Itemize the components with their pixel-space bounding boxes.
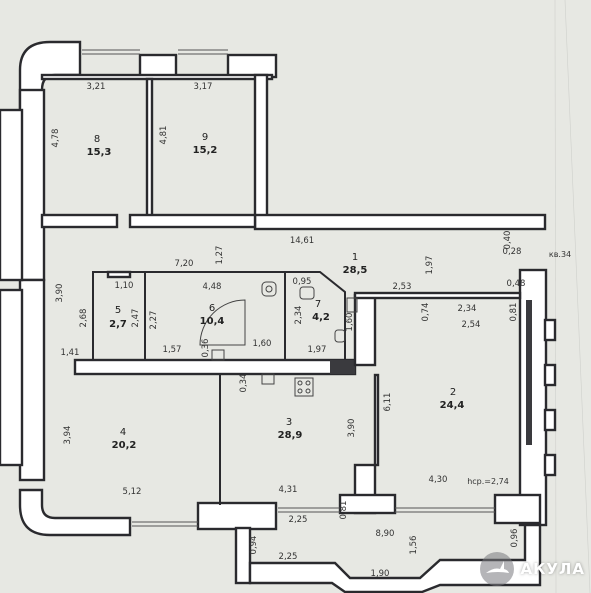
dimension-label: 3,90 xyxy=(347,419,357,438)
room-number: 4 xyxy=(120,427,126,438)
room-number: 2 xyxy=(450,387,456,398)
dimension-label: 0,81 xyxy=(339,501,349,520)
dimension-label: 0,81 xyxy=(509,303,519,322)
dimension-labels: 3,21 3,17 4,78 4,81 14,61 1,27 7,20 4,48… xyxy=(51,82,525,579)
room-area: 20,2 xyxy=(112,440,137,451)
paper-ruling xyxy=(554,0,591,593)
room-number: 1 xyxy=(352,252,358,263)
dimension-label: 1,41 xyxy=(61,348,80,358)
room-number: 3 xyxy=(286,417,292,428)
dimension-label: 1,27 xyxy=(215,246,225,265)
dimension-label: 4,78 xyxy=(51,129,61,148)
dimension-label: 0,95 xyxy=(293,277,312,287)
ceiling-height-note: hср.=2,74 xyxy=(467,477,509,486)
dimension-label: 2,27 xyxy=(149,311,159,330)
dimension-label: 0,48 xyxy=(507,279,526,289)
dimension-label: 6,11 xyxy=(383,393,393,412)
room-area: 4,2 xyxy=(312,312,330,323)
dimension-label: 0,40 xyxy=(503,231,513,250)
room-area: 15,2 xyxy=(193,145,218,156)
outer-walls xyxy=(0,40,557,593)
fixtures xyxy=(211,281,358,397)
dimension-label: 0,94 xyxy=(249,536,259,555)
room-number: 8 xyxy=(94,134,100,145)
dimension-label: 4,48 xyxy=(203,282,222,292)
dimension-label: 0,74 xyxy=(421,303,431,322)
room-area: 10,4 xyxy=(200,316,225,327)
dimension-label: 1,90 xyxy=(371,569,390,579)
dimension-label: 2,68 xyxy=(79,309,89,328)
dimension-label: 1,97 xyxy=(308,345,327,355)
dimension-label: 1,97 xyxy=(425,256,435,275)
interior-walls xyxy=(40,77,532,505)
dimension-label: 0,96 xyxy=(510,529,520,548)
room-area: 15,3 xyxy=(87,147,112,158)
dimension-label: 0,36 xyxy=(201,339,211,358)
room-number: 7 xyxy=(315,299,321,310)
dimension-label: 1,57 xyxy=(163,345,182,355)
dimension-label: 7,20 xyxy=(175,259,194,269)
room-number: 5 xyxy=(115,305,121,316)
room-number: 9 xyxy=(202,132,208,143)
dimension-label: 1,60 xyxy=(253,339,272,349)
dimension-label: 3,17 xyxy=(194,82,213,92)
dimension-label: 3,90 xyxy=(55,284,65,303)
room-area: 28,5 xyxy=(343,265,368,276)
dimension-label: 2,34 xyxy=(294,306,304,325)
dimension-label: 2,25 xyxy=(289,515,308,525)
windows xyxy=(82,49,495,527)
dimension-label: 4,31 xyxy=(279,485,298,495)
dimension-label: 1,60 xyxy=(345,313,355,332)
dimension-label: 14,61 xyxy=(290,236,314,246)
watermark-logo: АКУЛА xyxy=(480,551,585,587)
room-labels: 8 15,3 9 15,2 1 28,5 5 2,7 6 10,4 7 4,2 … xyxy=(87,132,465,451)
dimension-label: 3,94 xyxy=(63,426,73,445)
dimension-label: 4,81 xyxy=(159,126,169,145)
dimension-label: 0,34 xyxy=(239,374,249,393)
dimension-label: 2,25 xyxy=(279,552,298,562)
logo-text: АКУЛА xyxy=(520,560,585,578)
dimension-label: 1,10 xyxy=(115,281,134,291)
dimension-label: 0,28 xyxy=(503,247,522,257)
dimension-label: 1,56 xyxy=(409,536,419,555)
room-area: 24,4 xyxy=(440,400,465,411)
shark-logo-icon xyxy=(480,552,515,586)
plan-notes: hср.=2,74 кв.34 xyxy=(467,250,571,486)
dimension-label: 2,53 xyxy=(393,282,412,292)
room-number: 6 xyxy=(209,303,215,314)
dimension-label: 4,30 xyxy=(429,475,448,485)
room-area: 2,7 xyxy=(109,319,127,330)
dimension-label: 2,47 xyxy=(131,309,141,328)
apartment-number-note: кв.34 xyxy=(549,250,571,259)
dimension-label: 3,21 xyxy=(87,82,106,92)
dimension-label: 2,54 xyxy=(462,320,481,330)
dimension-label: 2,34 xyxy=(458,304,477,314)
dimension-label: 5,12 xyxy=(123,487,142,497)
dimension-label: 8,90 xyxy=(376,529,395,539)
room-area: 28,9 xyxy=(278,430,303,441)
